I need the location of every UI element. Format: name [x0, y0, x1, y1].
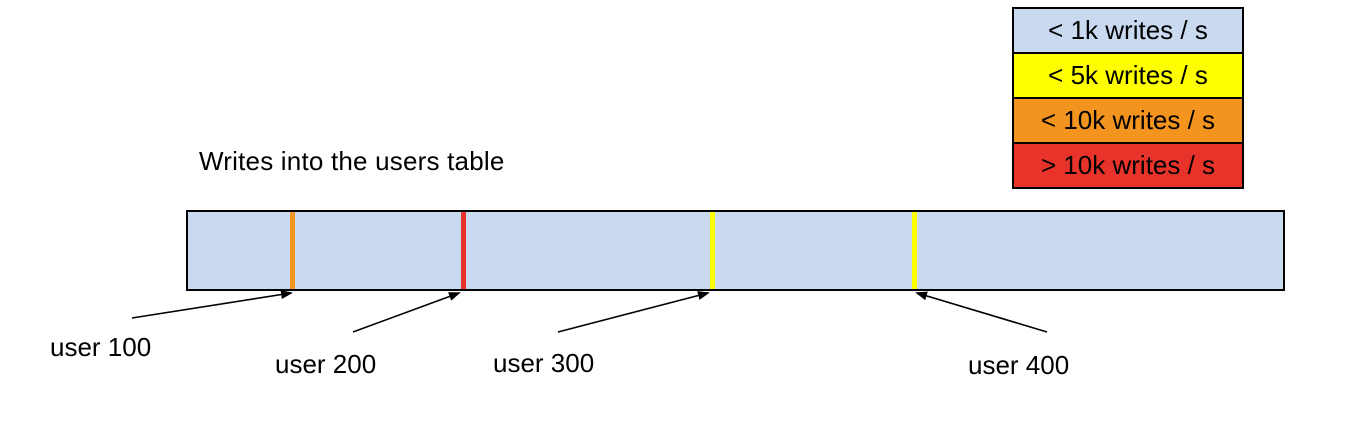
callout-user-100: user 100	[50, 332, 152, 362]
arrow-user-100	[131, 290, 293, 319]
arrow-user-400	[915, 291, 1048, 333]
callout-user-200: user 200	[275, 349, 377, 379]
callout-user-300: user 300	[493, 348, 595, 378]
users-table-bar	[186, 210, 1285, 291]
legend-label: < 5k writes / s	[1048, 60, 1208, 90]
legend-label: < 10k writes / s	[1040, 105, 1216, 135]
legend-row-lt-5k: < 5k writes / s	[1012, 52, 1244, 99]
callout-user-400: user 400	[968, 350, 1070, 380]
legend-row-lt-1k: < 1k writes / s	[1012, 7, 1244, 54]
write-hotspot-user-300	[710, 212, 715, 289]
arrow-user-200	[352, 292, 461, 333]
legend-row-lt-10k: < 10k writes / s	[1012, 97, 1244, 144]
write-hotspot-user-200	[461, 212, 466, 289]
diagram-title: Writes into the users table	[199, 146, 505, 176]
legend: < 1k writes / s < 5k writes / s < 10k wr…	[1012, 7, 1244, 189]
legend-label: > 10k writes / s	[1040, 150, 1216, 180]
legend-row-gt-10k: > 10k writes / s	[1012, 142, 1244, 189]
arrow-user-300	[557, 291, 710, 333]
write-hotspot-user-400	[912, 212, 917, 289]
write-hotspot-user-100	[290, 212, 295, 289]
legend-label: < 1k writes / s	[1048, 15, 1208, 45]
